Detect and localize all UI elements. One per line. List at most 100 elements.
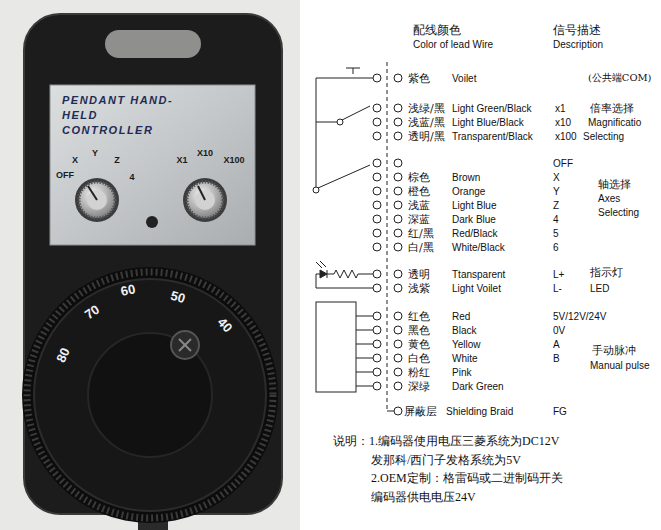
wiring-label: 浅蓝/黑 bbox=[408, 115, 445, 130]
dial-number: 60 bbox=[119, 281, 136, 299]
terminal bbox=[394, 407, 402, 415]
face-plate-fill bbox=[50, 85, 255, 245]
note-text: 发那科/西门子发格系统为5V bbox=[371, 452, 521, 469]
terminal bbox=[394, 173, 402, 181]
wiring-label: White bbox=[452, 353, 478, 364]
crank-cross bbox=[179, 339, 191, 351]
pulse-wire bbox=[356, 372, 373, 373]
switch-arm bbox=[318, 165, 370, 188]
terminal bbox=[373, 312, 381, 320]
pulse-wire bbox=[356, 316, 373, 317]
wiring-label: 浅蓝 bbox=[408, 198, 430, 213]
scale-knob-grip bbox=[187, 182, 223, 218]
wiring-label: 深绿 bbox=[408, 379, 430, 394]
terminal bbox=[394, 215, 402, 223]
wiring-label: 黄色 bbox=[408, 337, 430, 352]
knob-position: Y bbox=[92, 148, 98, 158]
dial-number: 70 bbox=[82, 302, 102, 323]
wiring-label: 配线颜色 bbox=[413, 22, 461, 39]
wiring-label: Selecting bbox=[583, 131, 624, 142]
wiring-label: 4 bbox=[553, 214, 559, 225]
wiring-label: 0V bbox=[553, 325, 565, 336]
terminal bbox=[394, 132, 402, 140]
terminal bbox=[394, 270, 402, 278]
terminal bbox=[373, 132, 381, 140]
terminal bbox=[373, 382, 381, 390]
wiring-label: 手动脉冲 bbox=[592, 343, 636, 358]
wiring-label: 透明/黑 bbox=[408, 129, 445, 144]
led-wire bbox=[316, 288, 373, 289]
terminal-circles bbox=[373, 74, 402, 415]
note-text: 2.OEM定制：格雷码或二进制码开关 bbox=[371, 470, 563, 487]
wiring-label: 5 bbox=[553, 228, 559, 239]
wiring-label: Axes bbox=[598, 193, 620, 204]
terminal bbox=[373, 201, 381, 209]
wiring-label: 紫色 bbox=[408, 71, 430, 86]
wiring-label: 橙色 bbox=[408, 184, 430, 199]
knob-pointer bbox=[198, 186, 205, 200]
led-light-arrow bbox=[316, 262, 322, 268]
wiring-label: 轴选择 bbox=[598, 177, 631, 192]
switch-arm bbox=[342, 106, 370, 120]
terminal bbox=[373, 104, 381, 112]
wiring-label: Y bbox=[553, 186, 560, 197]
wiring-label: Shielding Braid bbox=[446, 406, 513, 417]
wiring-label: 深蓝 bbox=[408, 212, 430, 227]
knob-position: X bbox=[72, 155, 78, 165]
wiring-label: Magnificatio bbox=[588, 117, 641, 128]
button-symbol bbox=[353, 68, 354, 74]
terminal bbox=[394, 368, 402, 376]
wiring bbox=[313, 62, 394, 411]
led-wire bbox=[316, 274, 317, 288]
wiring-label: Transparent/Black bbox=[452, 131, 533, 142]
wiring-label: 粉红 bbox=[408, 365, 430, 380]
wiring-label: Z bbox=[553, 200, 559, 211]
wiring-label: Voilet bbox=[452, 73, 476, 84]
wiring-label: Light Blue bbox=[452, 200, 496, 211]
pulse-wire bbox=[356, 344, 373, 345]
wiring-label: OFF bbox=[553, 158, 573, 169]
wiring-label: Brown bbox=[452, 172, 480, 183]
terminal bbox=[394, 201, 402, 209]
wiring-label: 透明 bbox=[408, 267, 430, 282]
wiring-label: 浅紫 bbox=[408, 281, 430, 296]
terminal bbox=[373, 354, 381, 362]
wiring-label: Manual pulse bbox=[590, 360, 649, 371]
com-wire bbox=[316, 78, 317, 187]
wiring-label: (公共端COM) bbox=[588, 71, 651, 85]
terminal bbox=[373, 284, 381, 292]
knob-position: X1 bbox=[176, 155, 187, 165]
com-wire bbox=[316, 122, 337, 123]
crank-cross bbox=[179, 339, 191, 351]
terminal bbox=[394, 243, 402, 251]
terminal bbox=[373, 368, 381, 376]
wiring-label: LED bbox=[590, 283, 609, 294]
hanging-slot bbox=[105, 30, 201, 58]
terminal bbox=[373, 229, 381, 237]
wiring-label: Light Blue/Black bbox=[452, 117, 524, 128]
wheel-knurl bbox=[27, 272, 273, 518]
knob-position: 4 bbox=[129, 172, 134, 182]
terminal bbox=[373, 270, 381, 278]
axis-knob-grip bbox=[79, 182, 115, 218]
wiring-label: Description bbox=[553, 39, 603, 50]
wiring-label: 6 bbox=[553, 242, 559, 253]
wiring-label: 白/黑 bbox=[408, 240, 434, 255]
terminal bbox=[373, 173, 381, 181]
terminal bbox=[394, 104, 402, 112]
terminal bbox=[373, 118, 381, 126]
pulse-wire bbox=[356, 386, 373, 387]
terminal bbox=[373, 340, 381, 348]
wiring-label: White/Black bbox=[452, 242, 505, 253]
note-text: 编码器供电电压24V bbox=[371, 489, 476, 506]
wiring-label: Light Voilet bbox=[452, 283, 501, 294]
terminal bbox=[373, 326, 381, 334]
wiring-label: 黑色 bbox=[408, 323, 430, 338]
wiring-label: 红色 bbox=[408, 309, 430, 324]
led-symbol bbox=[320, 270, 327, 278]
product-title: PENDANT HAND-HELD CONTROLLER bbox=[62, 93, 180, 138]
wiring-label: X bbox=[553, 172, 560, 183]
face-plate: PENDANT HAND-HELD CONTROLLEROFFXYZ4X1X10… bbox=[50, 85, 255, 245]
terminal bbox=[394, 326, 402, 334]
